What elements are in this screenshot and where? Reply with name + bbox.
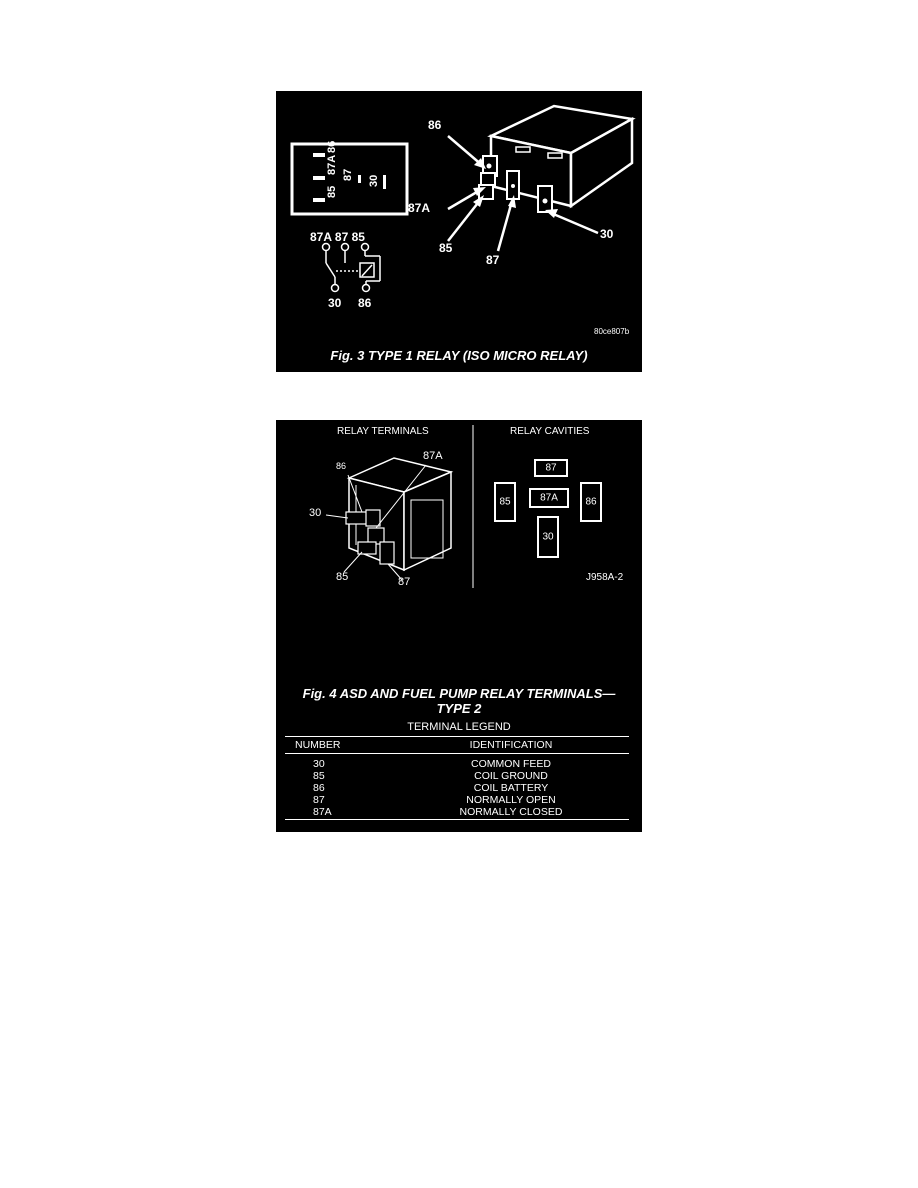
legend-title: TERMINAL LEGEND	[407, 721, 511, 733]
callout-87a: 87A	[408, 201, 431, 215]
legend-header-number: NUMBER	[285, 736, 393, 754]
legend-number: 85	[313, 769, 325, 782]
figure-caption: Fig. 3 TYPE 1 RELAY (ISO MICRO RELAY)	[330, 348, 588, 363]
cavity-87a: 87A	[529, 488, 569, 508]
legend-identification: COIL GROUND	[474, 769, 548, 782]
terminal-callout-87a: 87A	[423, 450, 443, 462]
relay-type1-illustration	[290, 104, 636, 293]
figure-code: J958A-2	[586, 572, 624, 583]
schematic-label-86: 86	[358, 296, 372, 310]
legend-identification: NORMALLY CLOSED	[393, 805, 629, 820]
callout-85: 85	[439, 241, 453, 255]
figure-caption-line2: TYPE 2	[436, 701, 482, 716]
callout-87: 87	[486, 253, 500, 267]
figure-4-type2-relay: RELAY TERMINALS RELAY CAVITIES 86 87A 30…	[276, 420, 642, 832]
table-row: 30 COMMON FEED	[285, 758, 629, 770]
terminal-callout-85: 85	[336, 571, 349, 583]
table-row: 85 COIL GROUND	[285, 770, 629, 782]
cavity-30-label: 30	[542, 531, 554, 543]
table-row: 87A NORMALLY CLOSED	[285, 805, 629, 820]
legend-identification: COIL BATTERY	[473, 781, 549, 794]
cavity-87a-label: 87A	[540, 492, 558, 504]
figure-caption-line1: Fig. 4 ASD AND FUEL PUMP RELAY TERMINALS…	[302, 686, 616, 701]
pinmap-label-85: 85	[326, 185, 338, 198]
pinmap-label-87: 87	[342, 168, 354, 181]
pinmap-label-86: 86	[326, 140, 338, 153]
pinmap-label-30: 30	[368, 174, 380, 187]
schematic-top-labels: 87A 87 85	[310, 230, 365, 244]
relay-type2-illustration	[325, 425, 474, 588]
legend-number: 86	[313, 781, 325, 794]
callout-30: 30	[600, 227, 614, 241]
cavity-30: 30	[537, 516, 559, 558]
relay-cavities-title: RELAY CAVITIES	[510, 426, 590, 437]
cavity-87: 87	[534, 459, 568, 477]
relay-terminals-title: RELAY TERMINALS	[337, 426, 429, 437]
table-row: 87 NORMALLY OPEN	[285, 794, 629, 806]
callout-86: 86	[428, 118, 442, 132]
cavity-87-label: 87	[545, 462, 557, 474]
legend-header-identification: IDENTIFICATION	[393, 736, 629, 754]
legend-identification: COMMON FEED	[471, 757, 551, 770]
cavity-85-label: 85	[499, 496, 511, 508]
figure-code: 80ce807b	[594, 327, 630, 336]
cavity-86: 86	[580, 482, 602, 522]
cavity-86-label: 86	[585, 496, 597, 508]
pinmap-label-87a: 87A	[326, 154, 338, 175]
terminal-callout-86: 86	[336, 461, 347, 471]
figure-3-type1-relay: 85 87A 86 87 30 87A 87 85 30 86 86 87A 8…	[276, 91, 642, 372]
legend-identification: NORMALLY OPEN	[466, 793, 556, 806]
terminal-legend-table: NUMBER IDENTIFICATION 30 COMMON FEED 85 …	[285, 736, 629, 820]
legend-number: 87A	[285, 805, 393, 820]
terminal-callout-30: 30	[309, 507, 322, 519]
schematic-label-30: 30	[328, 296, 342, 310]
cavity-85: 85	[494, 482, 516, 522]
legend-number: 87	[313, 793, 325, 806]
table-row: 86 COIL BATTERY	[285, 782, 629, 794]
terminal-callout-87: 87	[398, 576, 411, 588]
legend-number: 30	[313, 757, 325, 770]
